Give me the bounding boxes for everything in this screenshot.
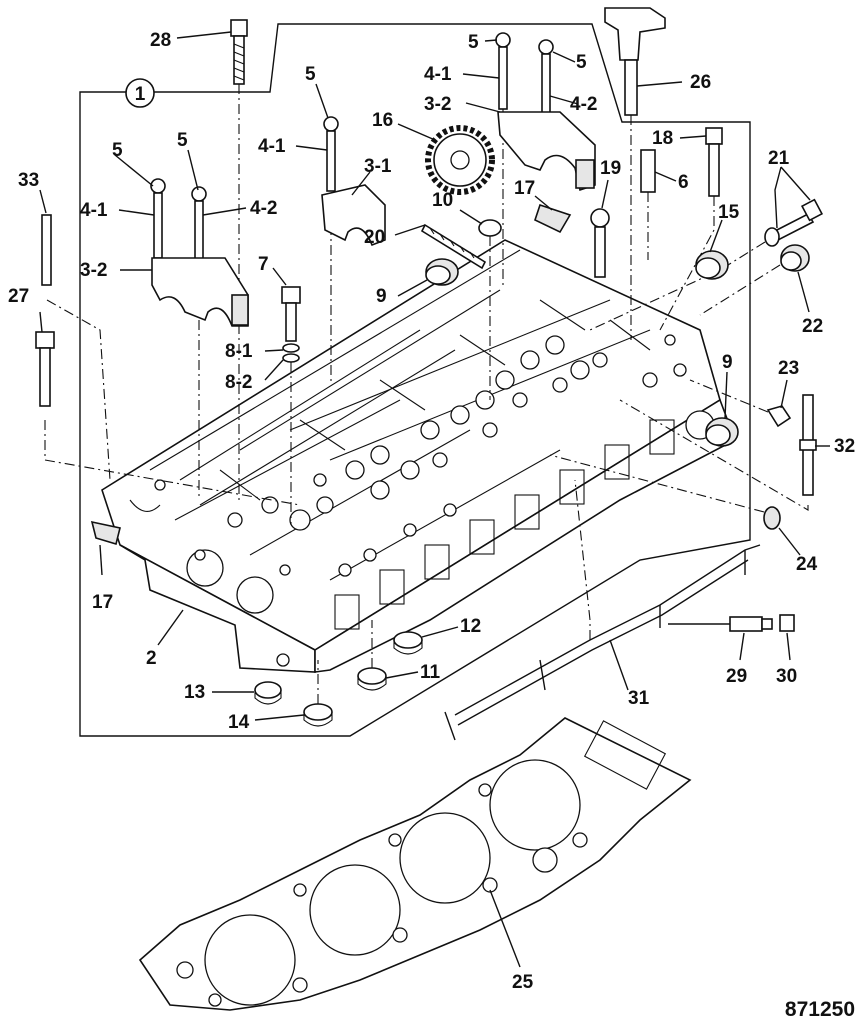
callout-21: 21 <box>768 148 790 169</box>
part-9-plug-right <box>705 417 739 447</box>
callout-9-a: 9 <box>376 286 387 307</box>
callout-10: 10 <box>432 190 453 211</box>
part-17-plug-top <box>534 203 572 234</box>
callout-4-1-a: 4-1 <box>424 64 452 85</box>
callout-5-a: 5 <box>468 32 479 53</box>
callout-6: 6 <box>678 172 689 193</box>
part-29-glow-plug <box>668 616 773 632</box>
part-23-plug <box>689 379 792 428</box>
callout-17-a: 17 <box>514 178 535 199</box>
part-33-stud <box>41 214 111 481</box>
callout-30: 30 <box>776 666 797 687</box>
callout-8-2: 8-2 <box>225 372 252 393</box>
callout-20: 20 <box>364 227 385 248</box>
callout-27: 27 <box>8 286 29 307</box>
callout-3-2-b: 3-2 <box>80 260 107 281</box>
part-10-seal <box>478 219 502 400</box>
part-26-injector <box>604 7 666 340</box>
callout-15: 15 <box>718 202 740 223</box>
part-13-cup <box>254 681 282 705</box>
part-11-cup <box>357 620 387 691</box>
callout-23: 23 <box>778 358 799 379</box>
part-12-cup <box>393 631 423 655</box>
part-6-dowel <box>640 149 656 260</box>
figure-number: 871250 <box>785 998 855 1021</box>
callout-24: 24 <box>796 554 818 575</box>
callout-4-2-a: 4-2 <box>570 94 597 115</box>
part-22-seal <box>699 244 810 316</box>
part-21-bolt <box>589 198 824 331</box>
callout-4-2-b: 4-2 <box>250 198 277 219</box>
callout-26: 26 <box>690 72 711 93</box>
group-marker: 1 <box>125 78 155 108</box>
callout-12: 12 <box>460 616 481 637</box>
group-marker-text: 1 <box>135 84 146 105</box>
callout-29: 29 <box>726 666 747 687</box>
part-25-head-gasket <box>138 717 692 1011</box>
part-15-plug <box>695 250 729 280</box>
part-18-bolt <box>659 127 723 331</box>
callout-22: 22 <box>802 316 823 337</box>
callout-5-b: 5 <box>576 52 587 73</box>
callout-18: 18 <box>652 128 673 149</box>
callout-8-1: 8-1 <box>225 341 253 362</box>
part-3-1-cap <box>321 184 386 247</box>
part-24-seal <box>549 454 781 530</box>
callout-4-1-b: 4-1 <box>258 136 286 157</box>
cylinder-head <box>101 239 736 673</box>
callout-2: 2 <box>146 648 157 669</box>
part-3-2-cap-top <box>497 111 596 192</box>
callout-5-d: 5 <box>112 140 123 161</box>
callout-11: 11 <box>420 662 441 683</box>
part-17-plug-left <box>90 520 121 546</box>
part-16-gear <box>425 125 495 195</box>
callout-28: 28 <box>150 30 171 51</box>
part-5-bolt-b <box>538 39 554 117</box>
part-3-2-cap-left <box>151 257 249 327</box>
callout-16: 16 <box>372 110 393 131</box>
part-31-pipe <box>444 479 761 741</box>
part-32-stud <box>619 394 817 511</box>
callout-33: 33 <box>18 170 39 191</box>
callout-3-1: 3-1 <box>364 156 392 177</box>
part-9-plug-top <box>425 258 459 286</box>
callout-9-b: 9 <box>722 352 733 373</box>
group-boundary <box>79 23 751 737</box>
part-14-cup <box>303 660 333 727</box>
callout-7: 7 <box>258 254 269 275</box>
callout-labels: 28 5 5 5 5 5 4-1 4-1 4-1 4-2 4-2 3-2 3-2… <box>8 30 855 993</box>
callout-25: 25 <box>512 972 534 993</box>
part-5-bolt-c <box>323 116 339 385</box>
part-30-nut <box>779 614 795 632</box>
callout-32: 32 <box>834 436 855 457</box>
part-5-bolt-d <box>150 178 166 259</box>
callout-31: 31 <box>628 688 650 709</box>
callout-5-e: 5 <box>177 130 188 151</box>
part-20-stud <box>420 223 487 270</box>
part-5-bolt-e <box>191 186 207 500</box>
leader-lines <box>39 31 830 968</box>
callout-19: 19 <box>600 158 621 179</box>
callout-5-c: 5 <box>305 64 316 85</box>
callout-17-b: 17 <box>92 592 113 613</box>
part-27-bolt <box>35 331 301 506</box>
callout-14: 14 <box>228 712 250 733</box>
part-7-sleeve <box>281 286 301 525</box>
callout-4-1-c: 4-1 <box>80 200 108 221</box>
part-19-bolt <box>590 208 610 278</box>
callout-3-2-a: 3-2 <box>424 94 451 115</box>
callout-13: 13 <box>184 682 205 703</box>
